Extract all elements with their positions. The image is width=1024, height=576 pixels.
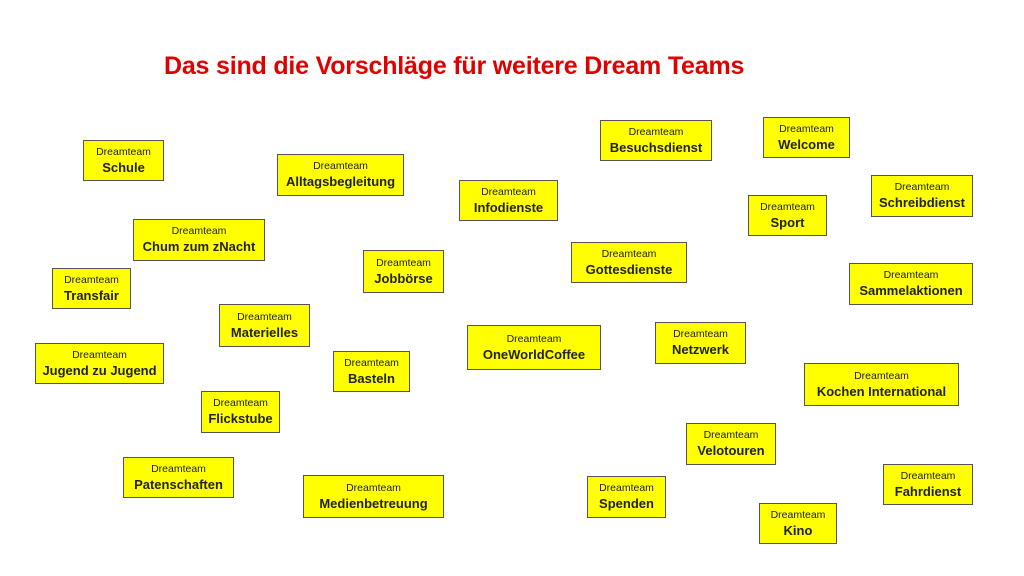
team-prefix: Dreamteam — [151, 462, 206, 475]
team-name: Fahrdienst — [894, 483, 962, 499]
team-name: Velotouren — [697, 443, 765, 458]
team-prefix: Dreamteam — [376, 256, 431, 269]
team-box-velotouren: Dreamteam Velotouren — [686, 423, 776, 465]
team-prefix: Dreamteam — [237, 310, 292, 323]
team-box-sammelaktionen: Dreamteam Sammelaktionen — [849, 263, 973, 305]
team-prefix: Dreamteam — [171, 225, 227, 237]
team-box-basteln: Dreamteam Basteln — [333, 351, 410, 392]
team-name: Sammelaktionen — [859, 283, 963, 298]
team-name: Basteln — [348, 370, 395, 386]
team-name: Jugend zu Jugend — [42, 362, 157, 378]
team-box-netzwerk: Dreamteam Netzwerk — [655, 322, 746, 364]
team-box-jugend-zu-jugend: Dreamteam Jugend zu Jugend — [35, 343, 164, 384]
team-prefix: Dreamteam — [779, 122, 834, 135]
team-name: Patenschaften — [134, 476, 223, 492]
team-box-infodienste: Dreamteam Infodienste — [459, 180, 558, 221]
team-box-patenschaften: Dreamteam Patenschaften — [123, 457, 234, 498]
team-name: Schule — [102, 159, 145, 175]
team-name: Besuchsdienst — [609, 139, 703, 155]
team-prefix: Dreamteam — [72, 348, 127, 361]
team-box-flickstube: Dreamteam Flickstube — [201, 391, 280, 433]
team-prefix: Dreamteam — [599, 482, 654, 494]
team-prefix: Dreamteam — [213, 397, 268, 409]
team-name: Netzwerk — [671, 342, 730, 357]
team-name: Transfair — [64, 287, 119, 303]
team-prefix: Dreamteam — [770, 508, 826, 521]
team-box-transfair: Dreamteam Transfair — [52, 268, 131, 309]
team-box-schule: Dreamteam Schule — [83, 140, 164, 181]
team-prefix: Dreamteam — [900, 469, 956, 482]
team-name: Welcome — [778, 136, 835, 152]
team-name: Jobbörse — [374, 270, 433, 286]
team-prefix: Dreamteam — [894, 181, 950, 193]
team-name: OneWorldCoffee — [482, 346, 586, 362]
team-name: Kino — [783, 522, 813, 538]
team-box-jobboerse: Dreamteam Jobbörse — [363, 250, 444, 293]
page-title: Das sind die Vorschläge für weitere Drea… — [164, 52, 745, 80]
team-name: Alltagsbegleitung — [285, 174, 396, 189]
team-prefix: Dreamteam — [313, 160, 368, 172]
team-box-spenden: Dreamteam Spenden — [587, 476, 666, 518]
team-name: Medienbetreuung — [319, 495, 428, 511]
team-box-sport: Dreamteam Sport — [748, 195, 827, 236]
team-prefix: Dreamteam — [673, 328, 728, 340]
team-name: Infodienste — [473, 199, 544, 215]
team-box-oneworldcoffee: Dreamteam OneWorldCoffee — [467, 325, 601, 370]
team-name: Materielles — [230, 324, 299, 340]
team-box-fahrdienst: Dreamteam Fahrdienst — [883, 464, 973, 505]
team-box-medienbetreuung: Dreamteam Medienbetreuung — [303, 475, 444, 518]
team-prefix: Dreamteam — [346, 481, 401, 494]
team-prefix: Dreamteam — [703, 429, 759, 441]
team-name: Spenden — [599, 496, 654, 511]
team-prefix: Dreamteam — [601, 247, 657, 260]
team-name: Flickstube — [208, 411, 273, 426]
team-box-materielles: Dreamteam Materielles — [219, 304, 310, 347]
team-prefix: Dreamteam — [883, 269, 939, 281]
team-name: Chum zum zNacht — [142, 239, 256, 254]
team-name: Sport — [770, 214, 805, 230]
team-box-besuchsdienst: Dreamteam Besuchsdienst — [600, 120, 712, 161]
team-prefix: Dreamteam — [344, 356, 399, 369]
team-box-chum-zum-znacht: Dreamteam Chum zum zNacht — [133, 219, 265, 261]
team-prefix: Dreamteam — [64, 273, 119, 286]
team-name: Schreibdienst — [879, 195, 965, 210]
team-prefix: Dreamteam — [96, 145, 151, 158]
team-box-welcome: Dreamteam Welcome — [763, 117, 850, 158]
team-name: Kochen International — [816, 383, 947, 399]
team-box-kino: Dreamteam Kino — [759, 503, 837, 544]
team-box-schreibdienst: Dreamteam Schreibdienst — [871, 175, 973, 217]
team-box-kochen-international: Dreamteam Kochen International — [804, 363, 959, 406]
team-prefix: Dreamteam — [481, 185, 536, 198]
team-prefix: Dreamteam — [854, 369, 909, 382]
team-box-alltagsbegleitung: Dreamteam Alltagsbegleitung — [277, 154, 404, 196]
team-box-gottesdienste: Dreamteam Gottesdienste — [571, 242, 687, 283]
team-prefix: Dreamteam — [760, 200, 815, 213]
team-prefix: Dreamteam — [506, 332, 562, 345]
team-name: Gottesdienste — [585, 261, 673, 277]
team-prefix: Dreamteam — [628, 125, 684, 138]
